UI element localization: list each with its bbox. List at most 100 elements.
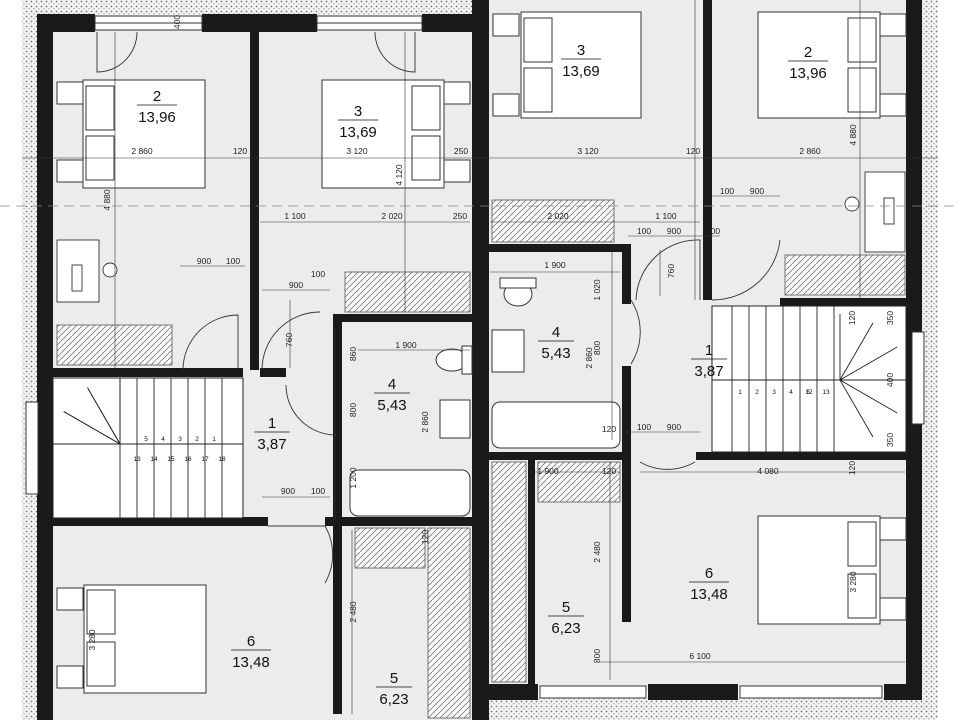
dim-label: 800: [592, 649, 602, 663]
dim-label: 2 020: [381, 211, 403, 221]
dim-label: 1 020: [592, 279, 602, 301]
stair-tread: [87, 387, 121, 445]
stair-number: 1: [212, 436, 216, 443]
room-area: 13,48: [690, 586, 728, 603]
stair-number: 4: [161, 436, 165, 443]
dim-label: 900: [197, 256, 211, 266]
stair-number: 17: [201, 456, 209, 463]
stair-tread: [839, 379, 898, 414]
dim-label: 900: [667, 422, 681, 432]
dim-label: 350: [885, 433, 895, 447]
beds: [56, 11, 907, 694]
room-area: 3,87: [257, 436, 286, 453]
room-area: 5,43: [377, 397, 406, 414]
dim-label: 4 120: [394, 164, 404, 186]
dim-label: 900: [667, 226, 681, 236]
interior-walls: [53, 0, 906, 714]
stair-number: 15: [167, 456, 175, 463]
room-area: 13,69: [562, 63, 600, 80]
dim-label: 900: [289, 280, 303, 290]
dim-label: 400: [172, 15, 182, 29]
room-label-r4: 45,43: [538, 324, 574, 362]
room-number: 1: [705, 342, 713, 359]
stair-number: 5: [144, 436, 148, 443]
closets: [56, 199, 906, 719]
dim-label: 4 880: [102, 189, 112, 211]
stair-number: 13: [133, 456, 141, 463]
stair-number: 18: [218, 456, 226, 463]
dim-label: 860: [348, 347, 358, 361]
exterior-insulation: [22, 0, 938, 720]
room-labels: 213,96 313,69 13,87 45,43 613,48 56,23 3…: [137, 42, 828, 708]
dim-label: 400: [885, 373, 895, 387]
stair-tread: [63, 411, 121, 445]
dim-label: 2 860: [584, 347, 594, 369]
dim-label: 120: [420, 530, 430, 544]
dim-label: 120: [602, 424, 616, 434]
stair-number: 13: [822, 389, 830, 396]
dim-label: 800: [592, 341, 602, 355]
dim-label: 800: [348, 403, 358, 417]
stair-number: 5: [806, 389, 810, 396]
dim-label: 120: [847, 461, 857, 475]
stair-tread: [839, 346, 898, 381]
room-number: 5: [562, 599, 570, 616]
dim-label: 100: [226, 256, 240, 266]
stairs-right: [711, 305, 907, 453]
dim-label: 900: [281, 486, 295, 496]
guide-lines: [22, 0, 938, 714]
room-number: 6: [247, 633, 255, 650]
room-number: 1: [268, 415, 276, 432]
room-label-l3: 313,69: [338, 103, 378, 141]
dim-label: 2 020: [547, 211, 569, 221]
dim-label: 1 100: [284, 211, 306, 221]
room-area: 13,69: [339, 124, 377, 141]
dim-label: 120: [847, 311, 857, 325]
dim-label: 760: [666, 264, 676, 278]
dim-label: 2 860: [420, 411, 430, 433]
dim-label: 250: [453, 211, 467, 221]
exterior-walls: [37, 0, 922, 720]
room-label-l1: 13,87: [254, 415, 290, 453]
stair-number: 14: [150, 456, 158, 463]
stair-number: 16: [184, 456, 192, 463]
room-number: 2: [804, 44, 812, 61]
room-area: 13,48: [232, 654, 270, 671]
room-area: 5,43: [541, 345, 570, 362]
dim-label: 100: [706, 226, 720, 236]
room-label-r2: 213,96: [788, 44, 828, 82]
room-number: 3: [354, 103, 362, 120]
room-label-r5: 56,23: [548, 599, 584, 637]
room-area: 13,96: [138, 109, 176, 126]
room-number: 6: [705, 565, 713, 582]
room-label-r6: 613,48: [689, 565, 729, 603]
dim-label: 1 100: [655, 211, 677, 221]
dim-label: 3 120: [577, 146, 599, 156]
dim-label: 2 860: [799, 146, 821, 156]
dim-label: 100: [637, 226, 651, 236]
stair-number: 1: [738, 389, 742, 396]
room-number: 4: [388, 376, 396, 393]
room-label-l6: 613,48: [231, 633, 271, 671]
room-label-l5: 56,23: [376, 670, 412, 708]
room-area: 13,96: [789, 65, 827, 82]
stair-tread: [839, 322, 874, 381]
room-label-r3: 313,69: [561, 42, 601, 80]
dim-label: 3 280: [848, 571, 858, 593]
dim-label: 100: [311, 486, 325, 496]
stairs-left: [52, 377, 244, 519]
windows: [25, 15, 925, 699]
dim-label: 350: [885, 311, 895, 325]
dimension-labels: 2 860 120 3 120 250 3 120 120 2 860 1 10…: [131, 146, 821, 661]
room-area: 6,23: [551, 620, 580, 637]
room-number: 5: [390, 670, 398, 687]
door-swings: [96, 31, 781, 584]
dim-label: 6 100: [689, 651, 711, 661]
stair-number: 2: [195, 436, 199, 443]
room-label-r1: 13,87: [691, 342, 727, 380]
dim-label: 120: [686, 146, 700, 156]
dim-label: 2 480: [592, 541, 602, 563]
dimension-labels-vertical: 4 880 400 4 120 4 880 760 760 860 800 2 …: [87, 15, 895, 663]
